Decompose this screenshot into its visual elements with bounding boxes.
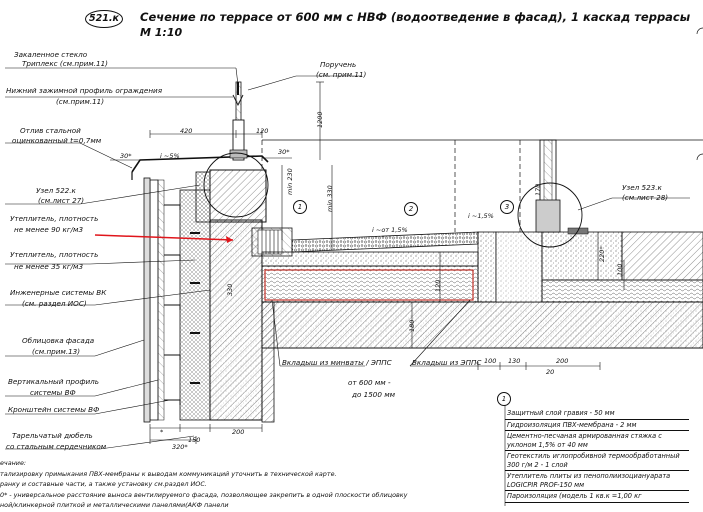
callout-node522-line2: (см.лист 27): [38, 196, 85, 205]
callout-handrail-line1: Поручень: [320, 60, 357, 69]
page-title: Сечение по террасе от 600 мм с НВФ (водо…: [140, 10, 691, 24]
callout-clamp-line1: Нижний зажимной профиль ограждения: [6, 86, 163, 95]
callout-node523-line2: (см.лист 28): [622, 193, 669, 202]
sheet-code: 521.к: [85, 10, 123, 28]
note-line: ранку и составные части, а также установ…: [0, 480, 207, 488]
callout-vprofile-line2: системы ВФ: [30, 388, 76, 397]
legend-item: Цементно-песчаная армированная стяжка с …: [505, 431, 689, 451]
span-line1: от 600 мм -: [348, 378, 391, 387]
callout-clamp-line2: (см.прим.11): [56, 97, 105, 106]
slope-1-5-b: i ~от 1,5%: [372, 226, 408, 234]
dim-120-v: 120: [434, 279, 442, 292]
dim-min330: min 330: [326, 185, 334, 212]
slope-5: i ~5%: [160, 152, 180, 160]
notes-heading: ечание:: [0, 459, 27, 467]
callout-cladding-line1: Облицовка фасада: [22, 336, 95, 345]
dim-170: 170: [534, 183, 542, 196]
dim-1200: 1200: [316, 111, 324, 128]
dim-150: 150: [188, 436, 201, 444]
note-line: тализировку примыкания ПВХ-мембраны к вы…: [0, 469, 337, 478]
dim-420: 420: [180, 127, 193, 135]
callout-insul35-line1: Утеплитель, плотность: [10, 250, 99, 259]
callout-vprofile-line1: Вертикальный профиль: [8, 377, 99, 386]
dim-130: 130: [508, 357, 521, 365]
legend-item: Геотекстиль иглопробивной термообработан…: [505, 451, 689, 471]
dim-100-b: 100: [484, 357, 497, 365]
legend-item: Гидроизоляция ПВХ-мембрана - 2 мм: [505, 420, 689, 431]
dim-330-wall: 330: [226, 283, 234, 296]
dim-100: 100: [616, 263, 624, 276]
dim-320: 320*: [172, 443, 188, 451]
callout-inserts-mw: Вкладыш из минваты / ЭППС: [282, 358, 392, 367]
callout-glass-line1: Закаленное стекло: [14, 50, 88, 59]
dim-200-bottom: 200: [232, 428, 245, 436]
span-line2: до 1500 мм: [352, 390, 396, 399]
callout-cladding-line2: (см.прим.13): [32, 347, 81, 356]
layer-legend: Защитный слой гравия - 50 мм Гидроизоляц…: [505, 408, 689, 503]
callout-flashing-line2: оцинкованный t=0,7мм: [12, 136, 102, 145]
callout-bracket: Кронштейн системы ВФ: [8, 405, 100, 414]
callout-insul90-line1: Утеплитель, плотность: [10, 214, 99, 223]
callout-dowel-line2: со стальным сердечником: [6, 442, 107, 451]
callout-node523-line1: Узел 523.к: [622, 183, 662, 192]
dim-20: 20: [546, 368, 555, 376]
callout-insul35-line2: не менее 35 кг/м3: [14, 262, 84, 271]
dim-200-right: 200: [556, 357, 569, 365]
marker-2: 2: [404, 202, 418, 216]
legend-item: Защитный слой гравия - 50 мм: [505, 408, 689, 420]
marker-legend: 1: [497, 392, 511, 406]
dim-star: *: [160, 428, 164, 436]
callout-engineering-line1: Инженерные системы ВК: [10, 288, 107, 297]
note-line: 0* - универсальное расстояние выноса вен…: [0, 490, 408, 499]
dim-30-right: 30*: [278, 148, 290, 156]
dim-180: 180: [408, 319, 416, 332]
note-line: ной/клинкерной плиткой и металлическими …: [0, 501, 229, 509]
slope-1-5-a: i ~1,5%: [468, 212, 494, 220]
dim-220: 220*: [598, 246, 606, 262]
legend-item: Пароизоляция (модель 1 кв.к =1,00 кг: [505, 491, 689, 503]
marker-1: 1: [293, 200, 307, 214]
legend-item: Утеплитель плиты из пенополиизоциануарат…: [505, 471, 689, 491]
dim-30-left: 30*: [120, 152, 132, 160]
callout-glass-line2: Триплекс (см.прим.11): [22, 59, 108, 68]
callout-engineering-line2: (см. раздел ИОС): [22, 299, 87, 308]
callout-handrail-line2: (см. прим.11): [316, 70, 367, 79]
notes-block: ечание: тализировку примыкания ПВХ-мембр…: [0, 458, 500, 511]
callout-insul90-line2: не менее 90 кг/м3: [14, 225, 84, 234]
dim-min230: min 230: [286, 168, 294, 195]
callout-flashing-line1: Отлив стальной: [20, 126, 81, 135]
scale-label: М 1:10: [140, 26, 183, 39]
callout-node522-line1: Узел 522.к: [36, 186, 76, 195]
callout-dowel-line1: Тарельчатый дюбель: [12, 431, 93, 440]
callout-inserts-epps: Вкладыш из ЭППС: [412, 358, 482, 367]
dim-120: 120: [256, 127, 269, 135]
marker-3: 3: [500, 200, 514, 214]
